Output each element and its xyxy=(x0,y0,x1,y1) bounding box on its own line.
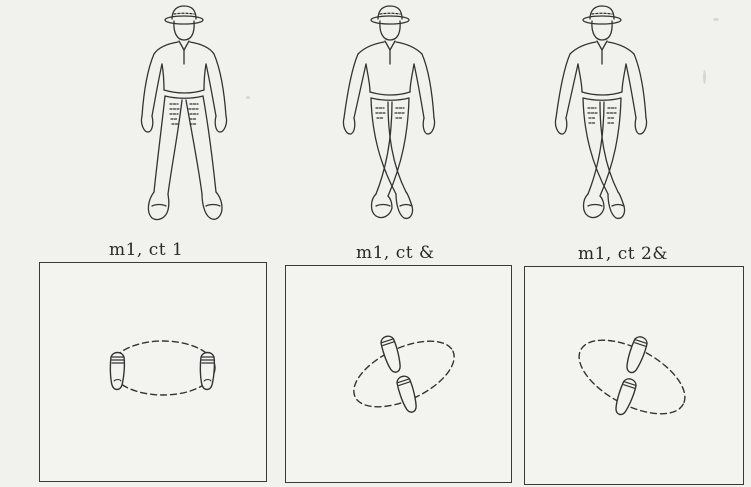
upper-footprint xyxy=(379,334,404,374)
paper-speck xyxy=(703,70,706,84)
dancer-figure-1 xyxy=(122,4,252,236)
hat-brim xyxy=(371,16,409,24)
step-path-oval xyxy=(568,325,697,429)
step-path-oval xyxy=(344,328,464,421)
upper-footprint xyxy=(624,335,649,375)
panel-1-caption: m1, ct 1 xyxy=(109,240,183,260)
hat-brim xyxy=(165,16,203,24)
lower-footprint xyxy=(613,377,638,417)
paper-speck xyxy=(713,18,719,21)
dancer-figure-3 xyxy=(538,4,668,236)
panel-3-caption: m1, ct 2& xyxy=(578,244,668,264)
footprint-panel-2 xyxy=(285,265,512,483)
hat-brim xyxy=(583,16,621,24)
dancer-figure-2 xyxy=(326,4,456,236)
left-footprint xyxy=(110,353,124,390)
lower-footprint xyxy=(395,374,420,414)
right-footprint xyxy=(200,353,214,390)
footprint-panel-1 xyxy=(39,262,267,482)
panel-2-caption: m1, ct & xyxy=(356,243,435,263)
step-path-oval xyxy=(111,341,215,395)
footprint-panel-3 xyxy=(524,266,744,485)
